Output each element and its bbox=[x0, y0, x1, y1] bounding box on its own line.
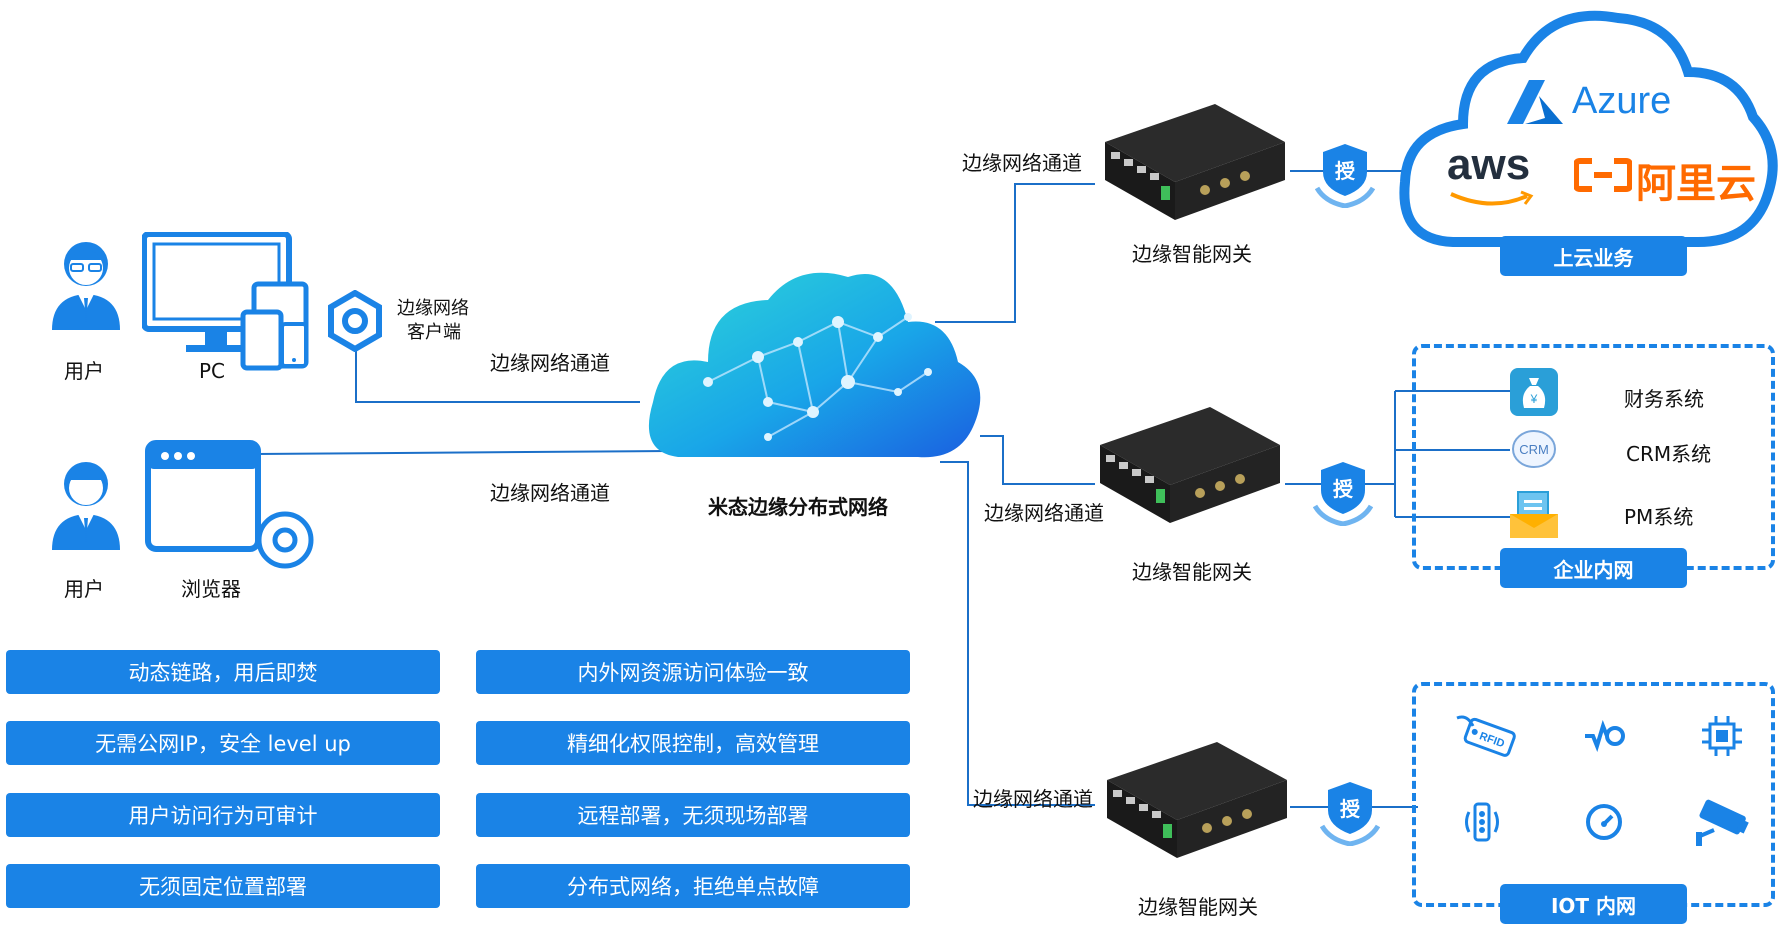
auth-shield-2: 授 bbox=[1312, 460, 1374, 530]
channel-label-left-top: 边缘网络通道 bbox=[490, 351, 610, 375]
feature-3: 无需公网IP，安全 level up bbox=[6, 721, 440, 765]
svg-text:¥: ¥ bbox=[1530, 392, 1538, 406]
channel-label-right-mid: 边缘网络通道 bbox=[984, 501, 1104, 525]
gateway-device-3 bbox=[1097, 740, 1292, 860]
aliyun-label: 阿里云 bbox=[1636, 161, 1756, 207]
sensor-wave-icon bbox=[1583, 719, 1627, 753]
edge-client-icon bbox=[328, 289, 383, 353]
auth-shield-icon: 授 bbox=[1319, 782, 1381, 847]
enterprise-item-crm: CRM系统 bbox=[1626, 442, 1712, 466]
user-icon bbox=[52, 242, 120, 330]
pc-devices bbox=[141, 231, 327, 372]
feature-2: 内外网资源访问体验一致 bbox=[476, 650, 910, 694]
channel-label-right-top: 边缘网络通道 bbox=[962, 151, 1082, 175]
gateway-device-icon bbox=[1100, 407, 1280, 523]
finance-icon: ¥ bbox=[1510, 368, 1558, 416]
aliyun-logo-icon bbox=[1573, 157, 1633, 193]
gateway-label-3: 边缘智能网关 bbox=[1138, 895, 1258, 919]
chrome-icon bbox=[256, 511, 314, 569]
cloud-network-icon bbox=[648, 272, 981, 458]
enterprise-item-pm: PM系统 bbox=[1624, 505, 1694, 529]
feature-1: 动态链路，用后即焚 bbox=[6, 650, 440, 694]
enterprise-item-finance: 财务系统 bbox=[1624, 387, 1704, 411]
feature-7: 无须固定位置部署 bbox=[6, 864, 440, 908]
channel-label-right-bottom: 边缘网络通道 bbox=[973, 787, 1093, 811]
gateway-device-1 bbox=[1095, 102, 1290, 222]
iot-network-tag: IOT 内网 bbox=[1500, 884, 1687, 924]
user-icon bbox=[52, 462, 120, 550]
svg-text:授: 授 bbox=[1335, 159, 1356, 183]
cloud-services-cloud bbox=[1393, 2, 1783, 252]
feature-8: 分布式网络，拒绝单点故障 bbox=[476, 864, 910, 908]
browser-label: 浏览器 bbox=[181, 577, 241, 601]
pm-icon bbox=[1508, 490, 1560, 540]
svg-text:授: 授 bbox=[1340, 797, 1361, 821]
pc-label: PC bbox=[199, 359, 226, 383]
feature-6: 远程部署，无须现场部署 bbox=[476, 793, 910, 837]
svg-text:授: 授 bbox=[1333, 477, 1354, 501]
pc-monitor-icon bbox=[141, 231, 309, 371]
central-cloud bbox=[648, 262, 983, 462]
client-label-line1: 边缘网络 bbox=[397, 298, 469, 319]
user-label-2: 用户 bbox=[64, 577, 104, 601]
user-avatar-2 bbox=[48, 452, 124, 552]
azure-label: Azure bbox=[1572, 80, 1672, 122]
auth-shield-1: 授 bbox=[1314, 142, 1376, 212]
camera-icon bbox=[1690, 798, 1750, 848]
auth-shield-icon: 授 bbox=[1312, 462, 1374, 527]
signal-device-icon bbox=[1460, 800, 1504, 844]
gateway-label-2: 边缘智能网关 bbox=[1132, 560, 1252, 584]
central-cloud-label: 米态边缘分布式网络 bbox=[708, 495, 888, 519]
channel-label-left-bottom: 边缘网络通道 bbox=[490, 481, 610, 505]
rfid-tag-icon: RFID bbox=[1453, 712, 1519, 760]
auth-shield-3: 授 bbox=[1319, 780, 1381, 850]
gateway-label-1: 边缘智能网关 bbox=[1132, 242, 1252, 266]
client-label-line2: 客户端 bbox=[407, 322, 461, 343]
aws-smile-icon bbox=[1447, 190, 1537, 210]
user-avatar-1 bbox=[48, 232, 124, 332]
user-label-1: 用户 bbox=[64, 359, 104, 383]
azure-logo-icon bbox=[1505, 78, 1565, 126]
gateway-device-icon bbox=[1107, 742, 1287, 858]
aws-label: aws bbox=[1447, 140, 1531, 189]
auth-shield-icon: 授 bbox=[1314, 144, 1376, 209]
svg-text:CRM: CRM bbox=[1519, 442, 1549, 457]
browser-window-icon bbox=[145, 440, 315, 570]
feature-5: 用户访问行为可审计 bbox=[6, 793, 440, 837]
gauge-icon bbox=[1584, 802, 1624, 842]
feature-4: 精细化权限控制，高效管理 bbox=[476, 721, 910, 765]
enterprise-network-tag: 企业内网 bbox=[1500, 548, 1687, 588]
chip-icon bbox=[1700, 714, 1744, 758]
enterprise-network-box bbox=[1412, 344, 1775, 570]
gateway-device-icon bbox=[1105, 104, 1285, 220]
crm-icon: CRM bbox=[1510, 428, 1558, 470]
gateway-device-2 bbox=[1090, 405, 1285, 525]
cloud-business-tag: 上云业务 bbox=[1500, 236, 1687, 276]
